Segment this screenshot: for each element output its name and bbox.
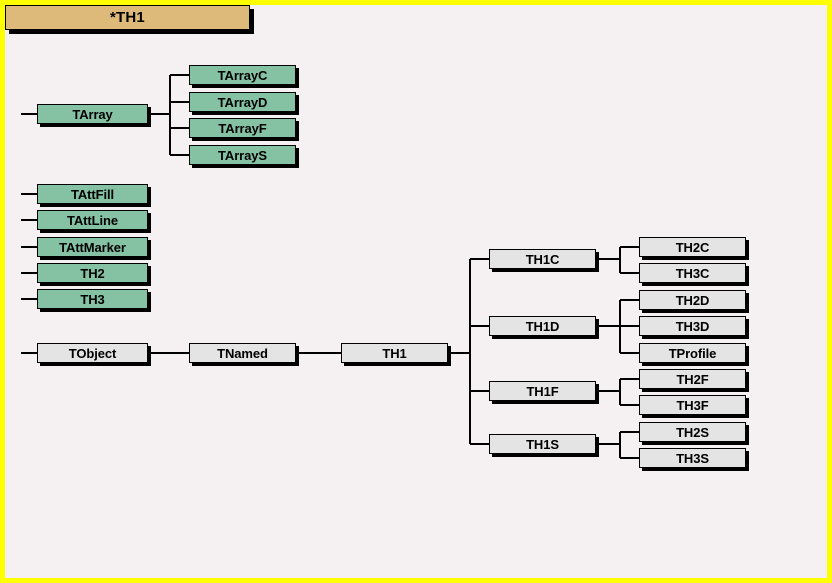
class-node-tarray[interactable]: TArray xyxy=(37,104,148,124)
class-node-th1s[interactable]: TH1S xyxy=(489,434,596,454)
connector-branch-th2f xyxy=(620,378,639,380)
class-node-tarrayf[interactable]: TArrayF xyxy=(189,118,296,138)
class-node-th2[interactable]: TH2 xyxy=(37,263,148,283)
class-node-tnamed[interactable]: TNamed xyxy=(189,343,296,363)
connector-branch-tprofile xyxy=(620,352,639,354)
connector-stem-th1 xyxy=(448,352,470,354)
connector-stub-tattfill xyxy=(21,193,37,195)
connector-branch-tarrayd xyxy=(170,101,189,103)
connector-branch-th3c xyxy=(620,272,639,274)
connector-branch-th2s xyxy=(620,431,639,433)
connector-stem-tarray xyxy=(148,113,170,115)
class-node-tattfill[interactable]: TAttFill xyxy=(37,184,148,204)
connector-stub-tarray xyxy=(21,113,37,115)
connector-branch-th1f xyxy=(470,390,489,392)
class-node-tobject[interactable]: TObject xyxy=(37,343,148,363)
connector-branch-th3d xyxy=(620,325,639,327)
connector-branch-tarrays xyxy=(170,154,189,156)
class-node-tattmarker[interactable]: TAttMarker xyxy=(37,237,148,257)
connector-branch-th1s xyxy=(470,443,489,445)
class-node-th2f[interactable]: TH2F xyxy=(639,369,746,389)
class-node-th3s[interactable]: TH3S xyxy=(639,448,746,468)
connector-stem-th1s xyxy=(596,443,620,445)
class-node-tattline[interactable]: TAttLine xyxy=(37,210,148,230)
class-node-th1[interactable]: TH1 xyxy=(341,343,448,363)
class-node-th3d[interactable]: TH3D xyxy=(639,316,746,336)
connector-branch-th1d xyxy=(470,325,489,327)
connector-stub-tobject xyxy=(21,352,37,354)
connector-stem-th1f xyxy=(596,390,620,392)
class-node-th1d[interactable]: TH1D xyxy=(489,316,596,336)
class-node-th1f[interactable]: TH1F xyxy=(489,381,596,401)
class-node-th2c[interactable]: TH2C xyxy=(639,237,746,257)
class-node-th2s[interactable]: TH2S xyxy=(639,422,746,442)
connector-stem-th1d xyxy=(596,325,620,327)
connector-branch-tarrayc xyxy=(170,74,189,76)
connector-stem-tnamed xyxy=(296,352,322,354)
class-node-th3f[interactable]: TH3F xyxy=(639,395,746,415)
connector-branch-th1 xyxy=(322,352,341,354)
connector-trunk-th1f xyxy=(619,379,621,405)
connector-branch-tnamed xyxy=(170,352,189,354)
class-node-th3[interactable]: TH3 xyxy=(37,289,148,309)
connector-trunk-tarray xyxy=(169,75,171,155)
class-node-th1c[interactable]: TH1C xyxy=(489,249,596,269)
connector-stub-tattmarker xyxy=(21,246,37,248)
connector-branch-th3s xyxy=(620,457,639,459)
class-node-tarrays[interactable]: TArrayS xyxy=(189,145,296,165)
connector-stem-tobject xyxy=(148,352,170,354)
connector-trunk-th1s xyxy=(619,432,621,458)
connector-branch-th1c xyxy=(470,258,489,260)
class-node-th3c[interactable]: TH3C xyxy=(639,263,746,283)
connector-branch-th3f xyxy=(620,404,639,406)
connector-stub-th2 xyxy=(21,272,37,274)
connector-branch-th2d xyxy=(620,299,639,301)
window-title-bar: *TH1 xyxy=(5,5,250,30)
connector-stub-tattline xyxy=(21,219,37,221)
connector-trunk-th1c xyxy=(619,247,621,273)
class-node-tprofile[interactable]: TProfile xyxy=(639,343,746,363)
connector-stem-th1c xyxy=(596,258,620,260)
connector-branch-tarrayf xyxy=(170,127,189,129)
diagram-canvas: *TH1 TArray TArrayC TArrayD TArrayF TArrayS T… xyxy=(5,5,827,578)
class-node-tarrayc[interactable]: TArrayC xyxy=(189,65,296,85)
class-node-tarrayd[interactable]: TArrayD xyxy=(189,92,296,112)
connector-branch-th2c xyxy=(620,246,639,248)
connector-trunk-th1 xyxy=(469,259,471,444)
class-node-th2d[interactable]: TH2D xyxy=(639,290,746,310)
connector-stub-th3 xyxy=(21,298,37,300)
